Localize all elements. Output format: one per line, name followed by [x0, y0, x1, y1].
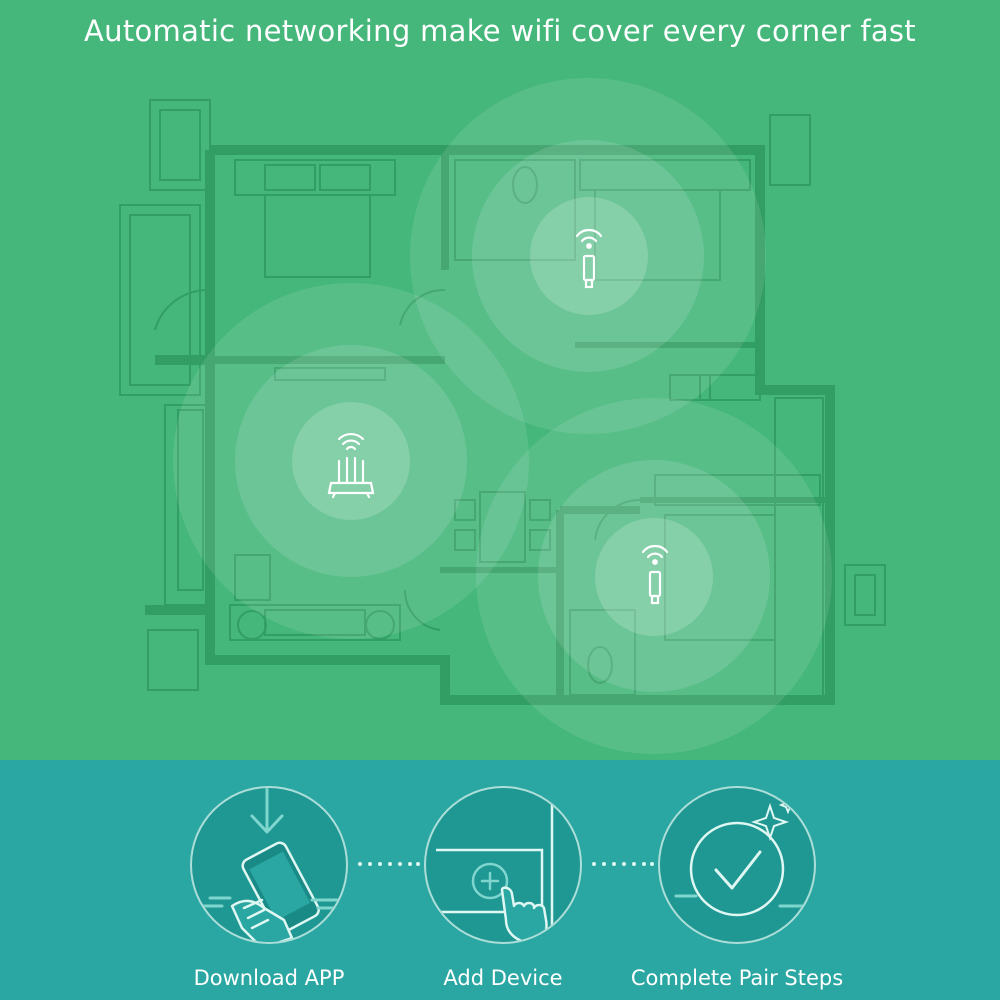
coverage-ring-inner	[595, 518, 713, 636]
step-label-download: Download APP	[193, 966, 345, 990]
coverage-ring-outer	[173, 283, 529, 639]
step-add-device	[424, 786, 582, 944]
coverage-ring-middle	[538, 460, 770, 692]
coverage-ring-middle	[235, 345, 467, 577]
coverage-ring-outer	[476, 398, 832, 754]
step-label-complete: Complete Pair Steps	[630, 966, 844, 990]
coverage-ring-inner	[292, 402, 410, 520]
pairing-steps-panel: Download APP Add Device Complete Pair St…	[0, 760, 1000, 1000]
step-label-add-device: Add Device	[443, 966, 563, 990]
checkmark-sparkle-icon	[674, 795, 808, 917]
headline: Automatic networking make wifi cover eve…	[84, 14, 916, 48]
usb-repeater-icon	[575, 228, 603, 289]
step-download-app	[190, 786, 348, 944]
usb-repeater-icon	[641, 544, 669, 605]
router-icon	[327, 432, 375, 499]
download-phone-icon	[200, 788, 344, 942]
add-device-tap-icon	[436, 788, 554, 942]
step-complete-pair	[658, 786, 816, 944]
floor-plan-illustration	[119, 99, 886, 705]
step-connector-dots	[592, 862, 654, 866]
coverage-banner: Automatic networking make wifi cover eve…	[0, 0, 1000, 760]
step-connector-dots	[358, 862, 420, 866]
